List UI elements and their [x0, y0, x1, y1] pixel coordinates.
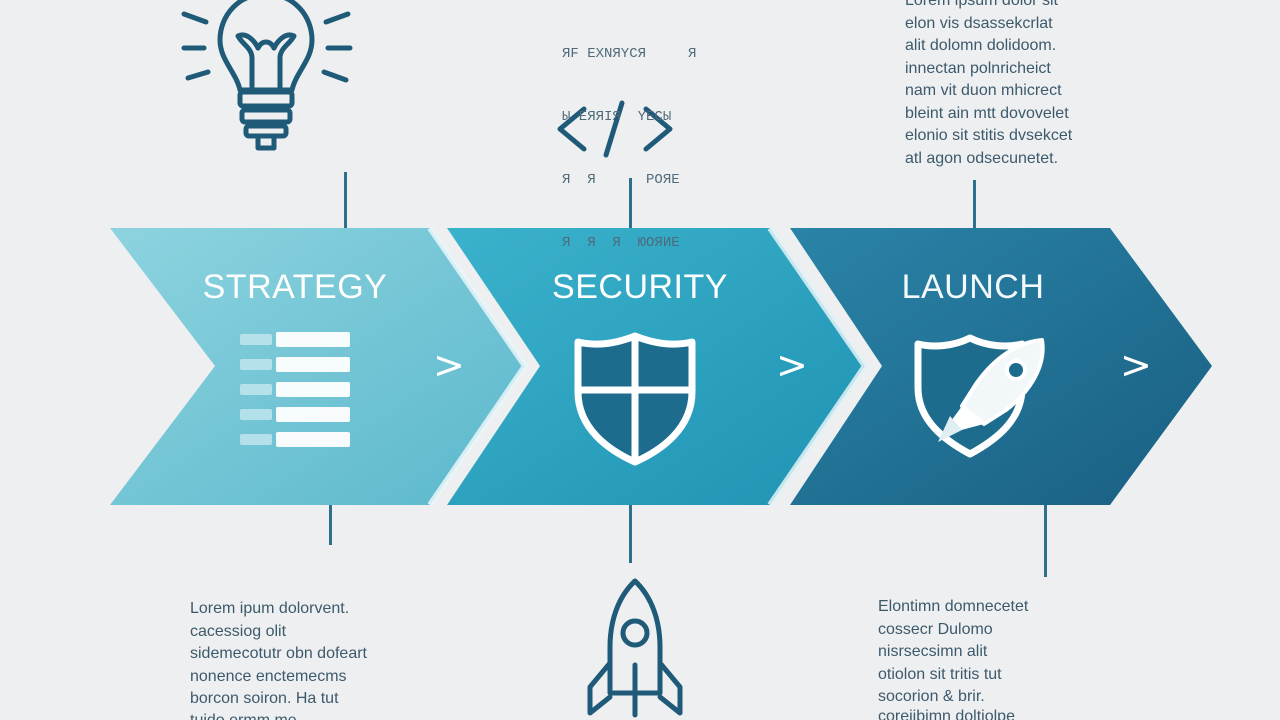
code-icon	[557, 100, 673, 158]
text-block-top-right: Lorem ipsum dolor sit elon vis dsassekcr…	[905, 0, 1072, 170]
text-line: Lorem ipsum dolor sit	[905, 0, 1058, 9]
chevron-right-icon: >	[776, 343, 808, 387]
text-line: otiolon sit tritis tut	[878, 665, 1002, 683]
text-line: innectan polnricheict	[905, 59, 1051, 77]
connector-line-top-2	[629, 178, 632, 230]
text-line: atl agon odsecunetet.	[905, 149, 1059, 167]
code-line: Я Я РОЯЕ	[562, 172, 689, 188]
step-title-strategy: STRATEGY	[202, 268, 388, 306]
text-line: elonio sit stitis dvsekcet	[905, 127, 1073, 144]
text-line: Lorem ipum dolorvent.	[190, 600, 350, 617]
text-line: Elontimn domnecetet	[878, 598, 1029, 615]
code-line: Я Я Я ЮOЯИЕ	[562, 235, 689, 251]
text-line: alit dolomn dolidoom.	[905, 37, 1057, 54]
step-title-launch: LAUNCH	[901, 268, 1045, 306]
text-line: borcon soiron. Ha tut	[190, 690, 339, 707]
chevron-right-icon: >	[1120, 343, 1152, 387]
text-line-partial-left: tuido ermm me	[190, 710, 297, 720]
text-line: socorion & brir.	[878, 688, 985, 705]
rocket-shield-icon	[914, 334, 1045, 458]
code-line: Ы ЕЯЯIЯ YЕCЫ	[562, 109, 689, 125]
text-line: cacessiog olit	[190, 622, 287, 640]
code-text-block: ЯF ЕХNЯYCЯ Я Ы ЕЯЯIЯ YЕCЫ Я Я РОЯЕ Я Я Я…	[562, 2, 696, 296]
text-line: cossecr Dulomo	[878, 620, 993, 638]
connector-line-top-1	[344, 172, 347, 230]
connector-line-top-3	[973, 180, 976, 230]
chevron-right-icon: >	[433, 343, 465, 387]
step-title-security: SECURITY	[552, 268, 728, 306]
connector-line-bottom-1	[329, 505, 332, 545]
connector-line-bottom-3	[1044, 505, 1047, 577]
list-icon	[240, 332, 350, 447]
text-line: sidemecotutr obn dofeart	[190, 645, 367, 662]
connector-line-bottom-2	[629, 505, 632, 563]
text-line: nonence enctemecms	[190, 667, 347, 685]
lightbulb-icon	[181, 0, 353, 151]
text-line: nisrsecsimn alit	[878, 643, 988, 660]
rocket-icon	[587, 578, 683, 718]
shield-icon	[574, 332, 696, 466]
text-block-bottom-right: Elontimn domnecetet cossecr Dulomo nisrs…	[878, 596, 1028, 709]
text-block-bottom-left: Lorem ipum dolorvent. cacessiog olit sid…	[190, 598, 367, 711]
text-line: elon vis dsassekcrlat	[905, 14, 1053, 32]
code-line: ЯF ЕХNЯYCЯ Я	[562, 46, 697, 62]
text-line: bleint ain mtt dovovelet	[905, 104, 1069, 122]
text-line-partial-right: coreiibimn doltiolpe	[878, 708, 1015, 720]
text-line: nam vit duon mhicrect	[905, 82, 1062, 99]
